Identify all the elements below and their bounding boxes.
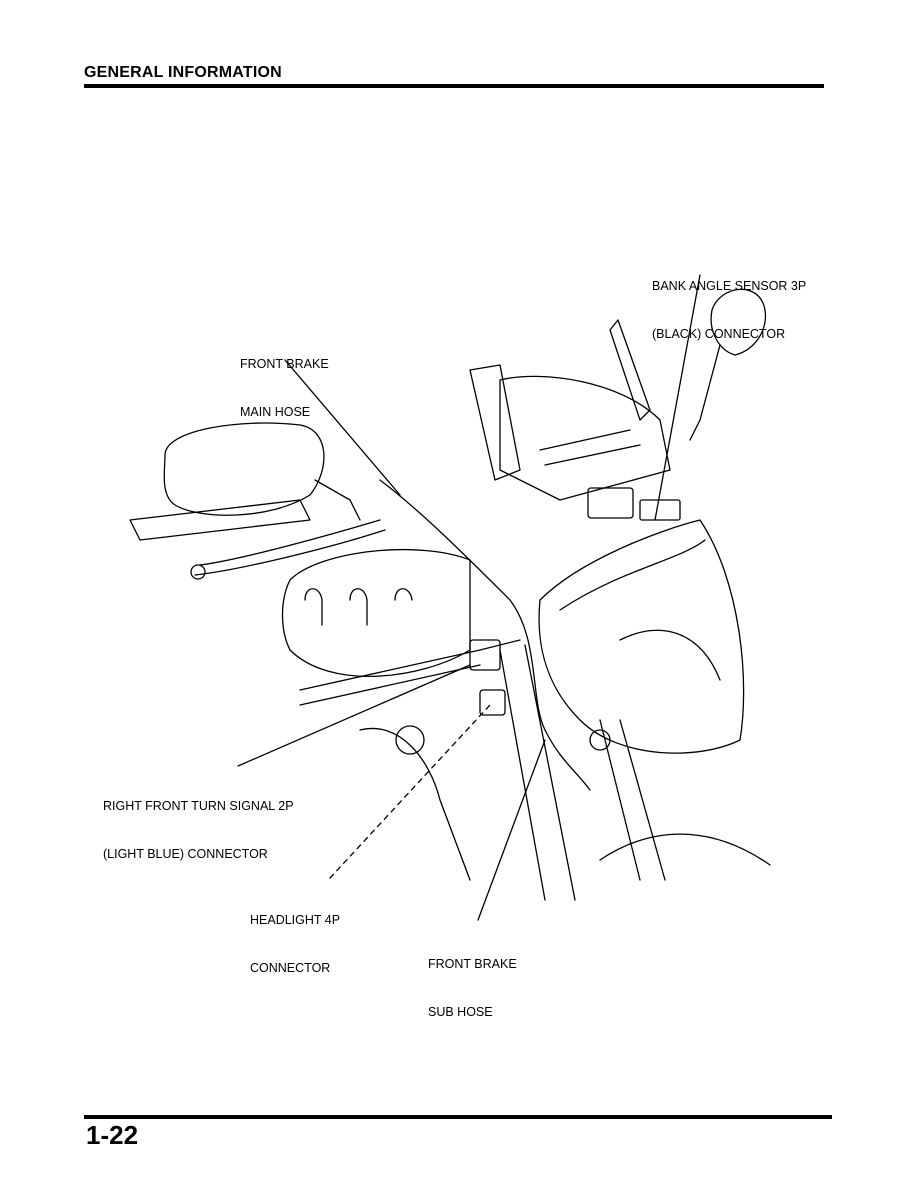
headlight-leader [329, 704, 491, 879]
turn-signal-connector-callout: RIGHT FRONT TURN SIGNAL 2P (LIGHT BLUE) … [103, 766, 294, 878]
callout-line: MAIN HOSE [240, 405, 311, 419]
footer-rule [84, 1115, 832, 1119]
headlight-connector [479, 689, 506, 716]
right-mirror [710, 288, 767, 356]
sub-hose-leader [477, 739, 546, 921]
bank-angle-leader [654, 274, 701, 521]
turn-signal-leader [237, 664, 471, 767]
callout-line: RIGHT FRONT TURN SIGNAL 2P [103, 799, 294, 813]
brake-main-hose [379, 479, 546, 731]
headlight-connector-callout: HEADLIGHT 4P CONNECTOR [250, 880, 340, 992]
fuel-tank [281, 548, 471, 678]
left-grip [129, 499, 311, 541]
front-brake-sub-hose-callout: FRONT BRAKE SUB HOSE [428, 924, 517, 1036]
callout-line: (LIGHT BLUE) CONNECTOR [103, 847, 268, 861]
headlight-cowl [538, 519, 745, 754]
brake-sub-hose [544, 729, 591, 791]
callout-line: HEADLIGHT 4P [250, 913, 341, 927]
callout-line: FRONT BRAKE [428, 957, 517, 971]
page-number: 1-22 [86, 1120, 139, 1150]
right-grip [609, 319, 651, 421]
callout-line: (BLACK) CONNECTOR [652, 327, 786, 341]
callout-line: SUB HOSE [428, 1005, 493, 1019]
bank-angle-sensor-callout: BANK ANGLE SENSOR 3P (BLACK) CONNECTOR [652, 246, 806, 358]
left-mirror [163, 422, 325, 516]
front-brake-main-hose-callout: FRONT BRAKE MAIN HOSE [240, 324, 329, 436]
motorcycle-front-illustration [129, 274, 771, 921]
callout-line: BANK ANGLE SENSOR 3P [652, 279, 807, 293]
bank-angle-sensor-box [587, 487, 634, 519]
header-rule [84, 84, 824, 88]
callout-line: FRONT BRAKE [240, 357, 329, 371]
section-title: GENERAL INFORMATION [84, 64, 282, 81]
turn-signal-connector [469, 639, 501, 671]
callout-line: CONNECTOR [250, 961, 331, 975]
main-hose-leader [284, 359, 401, 496]
